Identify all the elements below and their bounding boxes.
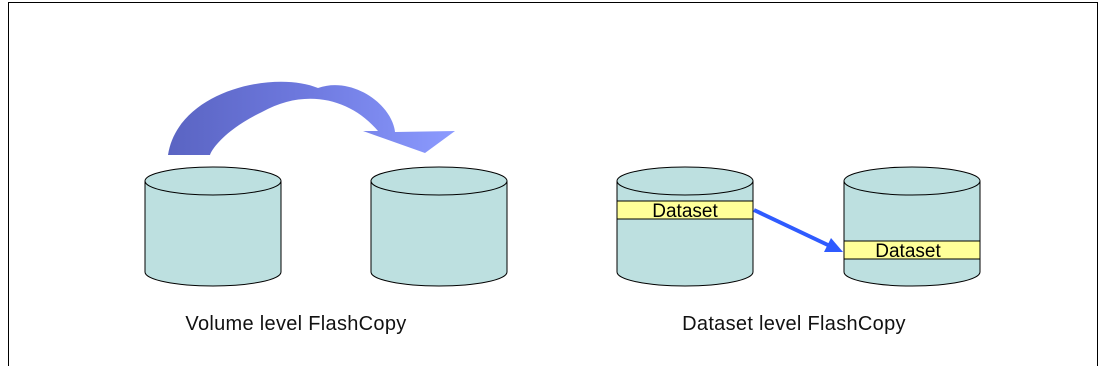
diagram-frame	[8, 2, 1098, 366]
volume-level-caption: Volume level FlashCopy	[185, 313, 406, 335]
dataset-source-cylinder: Dataset	[616, 166, 754, 287]
dataset-target-cylinder: Dataset	[843, 166, 981, 287]
source-dataset-label: Dataset	[652, 201, 718, 222]
dataset-level-caption: Dataset level FlashCopy	[682, 313, 906, 335]
source-dataset-band	[616, 200, 754, 220]
volume-copy-arc-arrow	[168, 81, 455, 155]
target-dataset-band	[843, 240, 981, 260]
volume-target-cylinder	[370, 166, 508, 287]
volume-source-cylinder	[144, 166, 282, 287]
target-dataset-label: Dataset	[875, 241, 941, 262]
dataset-copy-arrow	[753, 208, 843, 252]
